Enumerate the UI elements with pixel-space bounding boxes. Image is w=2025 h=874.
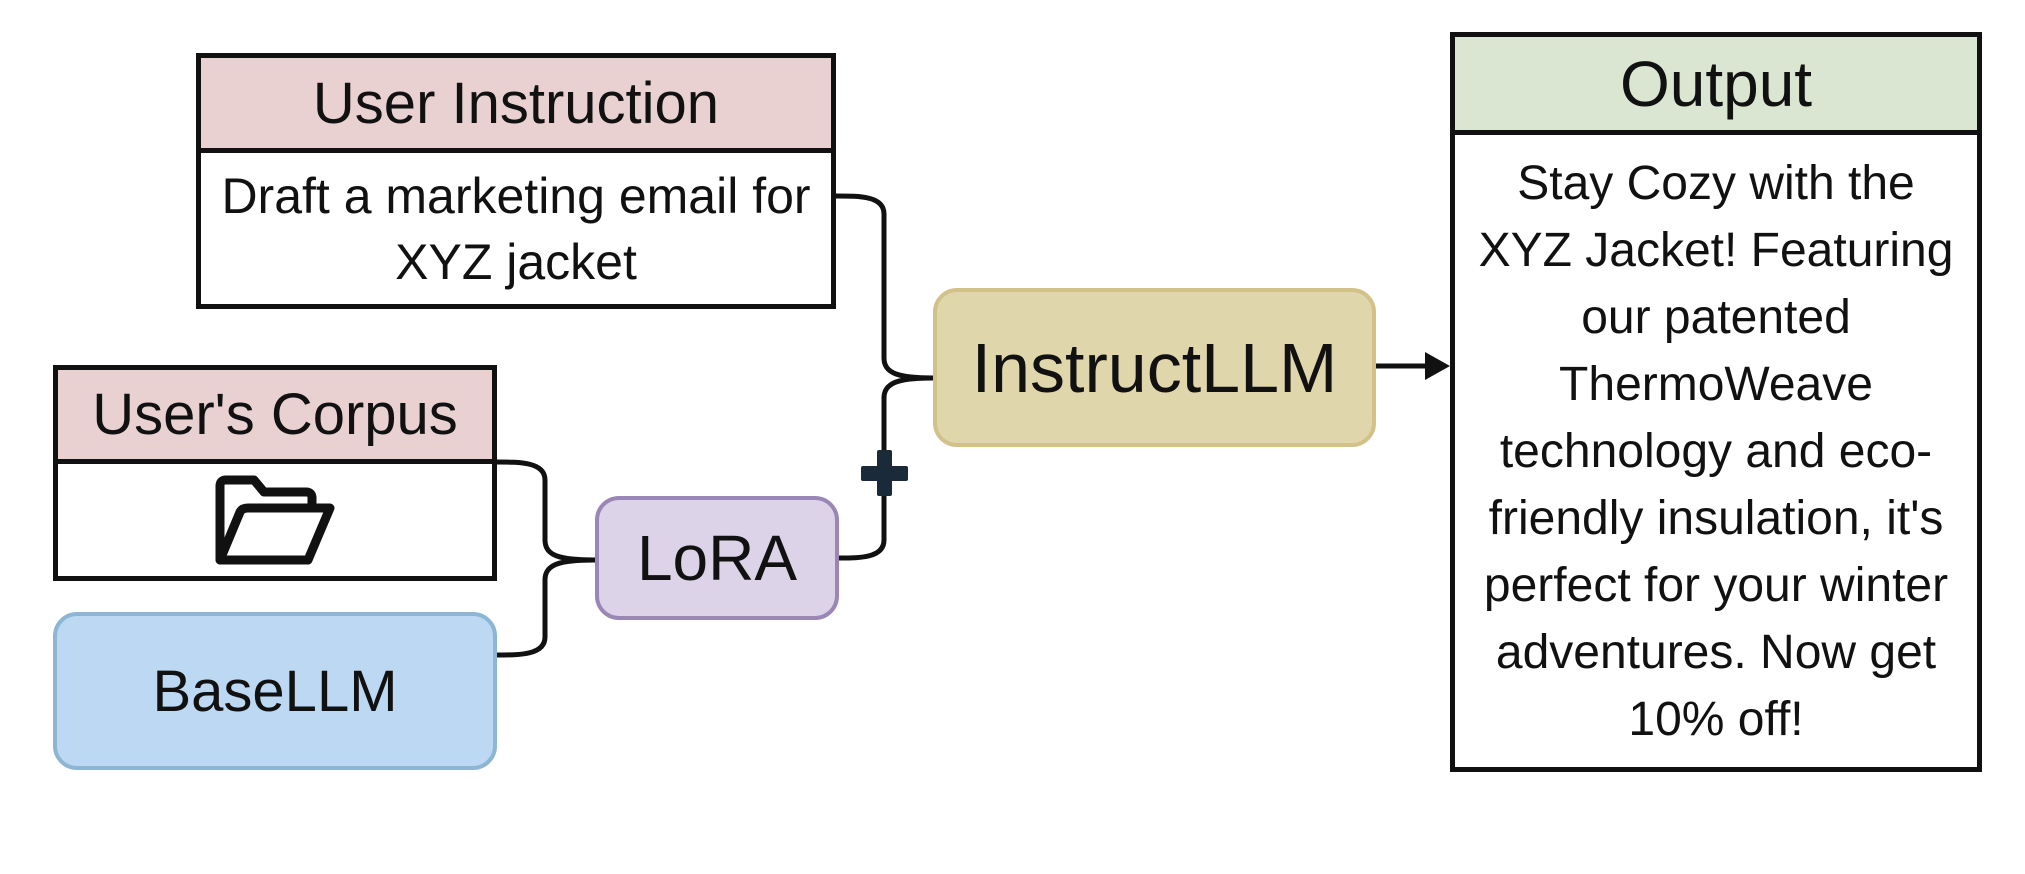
users-corpus-card: User's Corpus xyxy=(53,365,497,581)
basellm-label: BaseLLM xyxy=(152,658,398,724)
corpus-to-lora-connector xyxy=(494,459,598,563)
users-corpus-body xyxy=(58,464,492,576)
user-instruction-text: Draft a marketing email for XYZ jacket xyxy=(221,167,811,290)
instructllm-label: InstructLLM xyxy=(971,328,1338,407)
basellm-to-lora-connector xyxy=(494,557,598,658)
user-instruction-header: User Instruction xyxy=(201,58,831,153)
plus-sign-icon xyxy=(861,450,908,496)
lora-box: LoRA xyxy=(595,496,839,620)
users-corpus-header: User's Corpus xyxy=(58,370,492,464)
output-card: Output Stay Cozy with the XYZ Jacket! Fe… xyxy=(1450,32,1982,772)
user-instruction-card: User Instruction Draft a marketing email… xyxy=(196,53,836,309)
basellm-box: BaseLLM xyxy=(53,612,497,770)
instructllm-box: InstructLLM xyxy=(933,288,1376,447)
lora-to-instructllm-connector xyxy=(836,375,936,561)
instruction-to-instructllm-connector xyxy=(833,193,936,381)
folder-open-icon xyxy=(215,475,335,565)
lora-label: LoRA xyxy=(636,522,798,594)
output-text: Stay Cozy with the XYZ Jacket! Featuring… xyxy=(1478,156,1954,746)
output-header: Output xyxy=(1455,37,1977,135)
arrow-head-icon xyxy=(1425,352,1450,380)
